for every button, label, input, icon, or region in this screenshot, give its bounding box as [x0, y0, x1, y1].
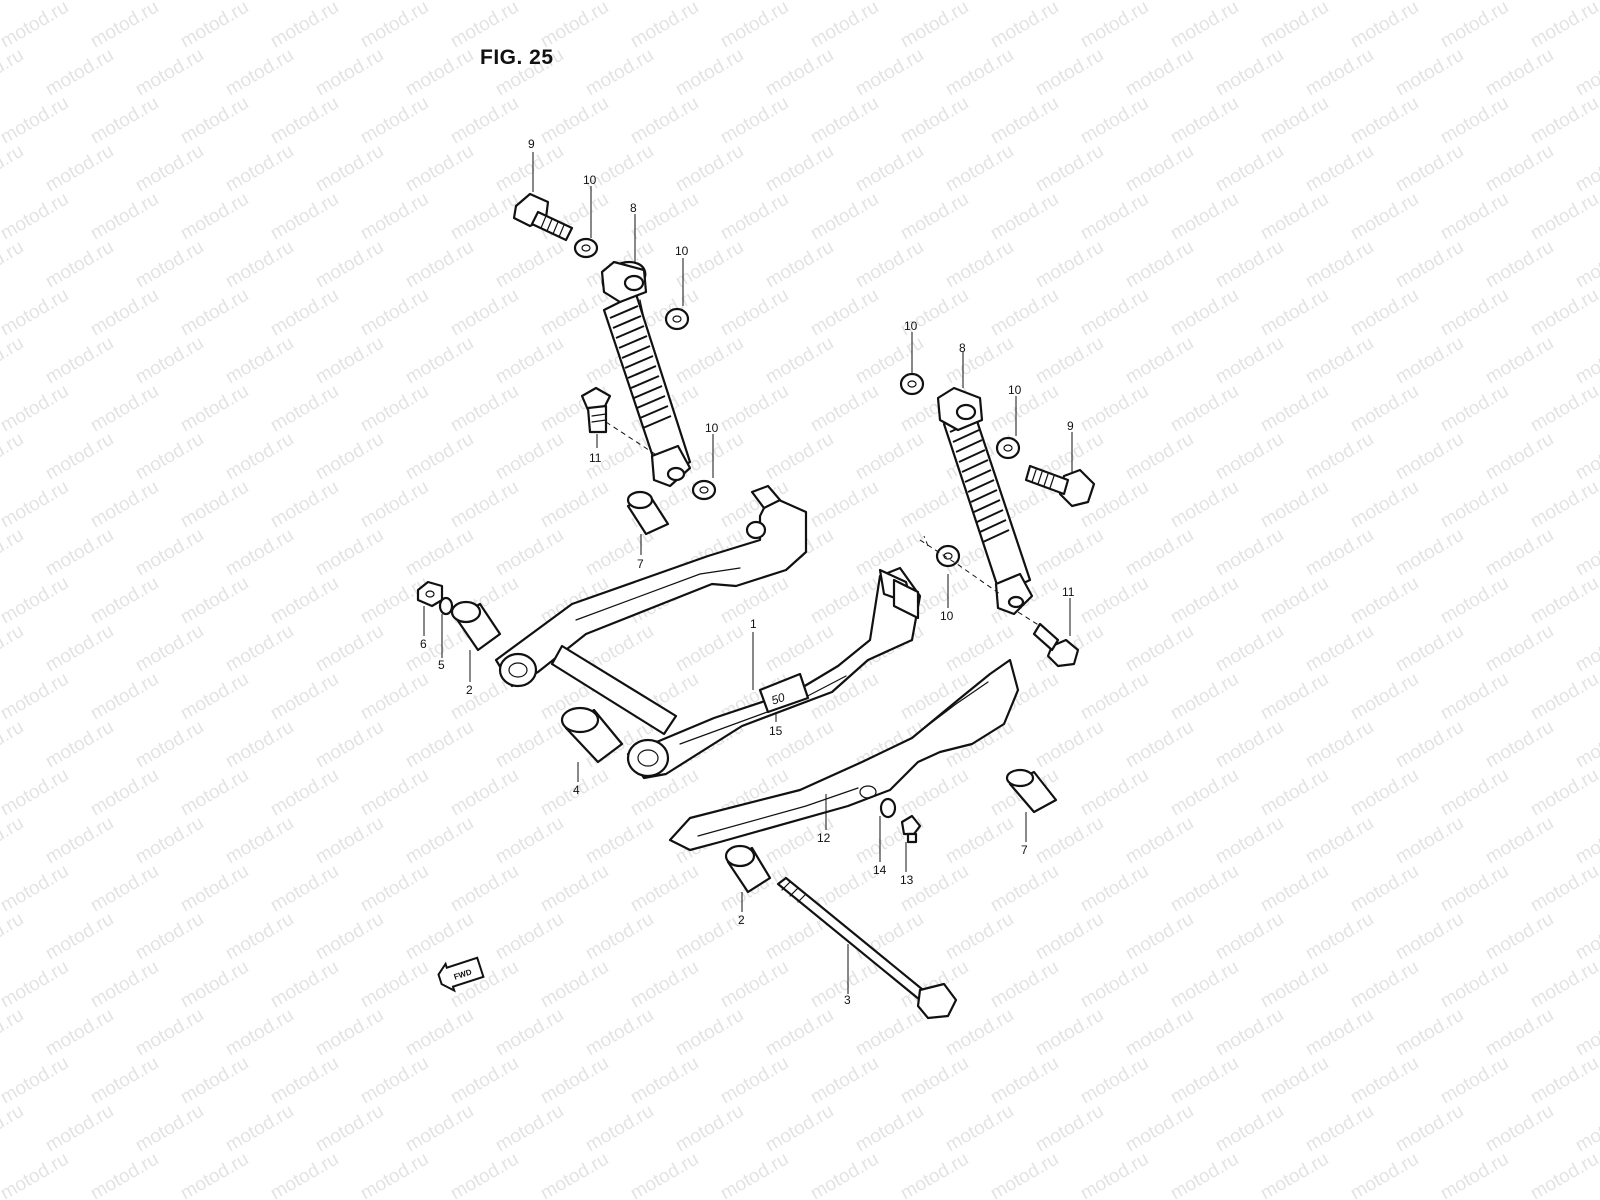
alignment-lines — [605, 421, 1041, 627]
bolt-9-left — [512, 192, 574, 242]
leader-lines — [423, 152, 1073, 994]
callout-7: 7 — [1021, 843, 1028, 857]
left-shock-absorber — [600, 260, 692, 488]
callout-8: 8 — [959, 341, 966, 355]
callout-labels: 9 10 8 10 10 11 7 6 5 2 1 15 4 12 14 13 … — [420, 137, 1075, 1007]
bolt-9-right — [1024, 464, 1096, 508]
callout-1: 1 — [750, 617, 757, 631]
callout-12: 12 — [817, 831, 831, 845]
washer-14 — [879, 797, 897, 819]
fwd-arrow-icon: FWD — [437, 956, 485, 993]
pivot-bolt-3 — [776, 876, 958, 1020]
bushing-2-upper — [450, 600, 502, 652]
callout-15: 15 — [769, 724, 783, 738]
bolt-11-right — [1032, 622, 1080, 668]
right-shock-absorber — [936, 386, 1034, 616]
callout-9: 9 — [528, 137, 535, 151]
callout-10: 10 — [583, 173, 597, 187]
callout-9: 9 — [1067, 419, 1074, 433]
bolt-11-left — [580, 386, 612, 434]
bushing-4 — [560, 706, 624, 764]
callout-10: 10 — [675, 244, 689, 258]
washers-10 — [573, 237, 1021, 568]
callout-3: 3 — [844, 993, 851, 1007]
callout-11: 11 — [1062, 585, 1075, 599]
callout-8: 8 — [630, 201, 637, 215]
chain-case — [668, 658, 1020, 852]
callout-2: 2 — [466, 683, 473, 697]
callout-10: 10 — [1008, 383, 1022, 397]
bushing-2-lower — [724, 844, 772, 894]
swingarm: 50 — [494, 484, 922, 780]
sleeve-7-lower — [1005, 768, 1058, 814]
callout-10: 10 — [705, 421, 719, 435]
callout-7: 7 — [637, 557, 644, 571]
callout-10: 10 — [904, 319, 918, 333]
callout-5: 5 — [438, 658, 445, 672]
callout-2: 2 — [738, 913, 745, 927]
callout-4: 4 — [573, 783, 580, 797]
figure-title: FIG. 25 — [480, 46, 554, 69]
emblem-50: 50 — [758, 672, 810, 714]
sleeve-7-upper — [626, 490, 670, 536]
callout-14: 14 — [873, 863, 887, 877]
callout-10: 10 — [940, 609, 954, 623]
callout-13: 13 — [900, 873, 914, 887]
svg-text:50: 50 — [770, 690, 787, 708]
bolt-13 — [900, 814, 922, 844]
callout-11: 11 — [589, 451, 602, 465]
callout-6: 6 — [420, 637, 427, 651]
washer-5 — [438, 596, 454, 616]
nut-6 — [416, 580, 444, 608]
